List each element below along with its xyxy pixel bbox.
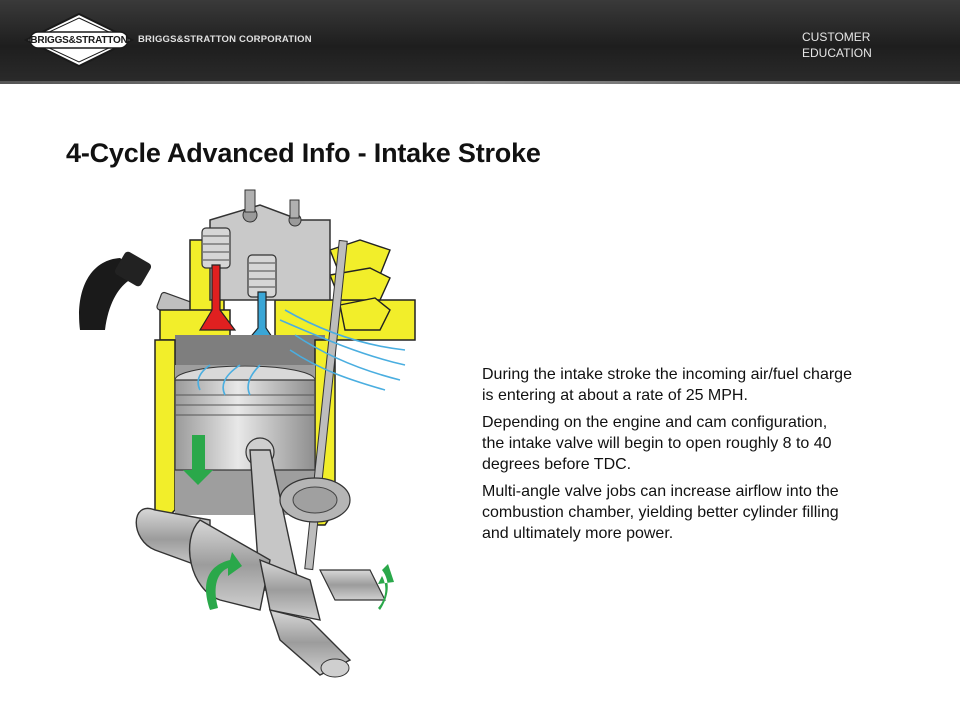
paragraph-valve-timing: Depending on the engine and cam configur… xyxy=(482,414,832,473)
paragraph-intake-rate: During the intake stroke the incoming ai… xyxy=(482,366,852,404)
airflow-arrows xyxy=(197,309,406,396)
spark-plug-boot xyxy=(114,251,152,287)
engine-cutaway-illustration xyxy=(60,180,480,690)
section-label-line1: CUSTOMER xyxy=(802,30,871,44)
paragraph-valve-jobs: Multi-angle valve jobs can increase airf… xyxy=(482,483,839,542)
logo-text: BRIGGS&STRATTON xyxy=(30,34,128,46)
rocker-housing xyxy=(209,189,331,301)
slide-title: 4-Cycle Advanced Info - Intake Stroke xyxy=(66,138,541,168)
valve-springs xyxy=(201,227,277,298)
combustion-chamber xyxy=(175,335,325,365)
section-label: CUSTOMER EDUCATION xyxy=(802,29,872,61)
briggs-stratton-logo: BRIGGS&STRATTON xyxy=(23,12,135,68)
section-label-line2: EDUCATION xyxy=(802,46,872,60)
header-bar: BRIGGS&STRATTON BRIGGS&STRATTON CORPORAT… xyxy=(0,0,960,84)
exhaust-valve xyxy=(198,264,237,331)
motion-arrows xyxy=(183,435,394,610)
piston xyxy=(174,365,316,471)
cam-gear xyxy=(279,477,351,523)
body-text: During the intake stroke the incoming ai… xyxy=(482,364,852,550)
corporation-name: BRIGGS&STRATTON CORPORATION xyxy=(138,34,312,45)
